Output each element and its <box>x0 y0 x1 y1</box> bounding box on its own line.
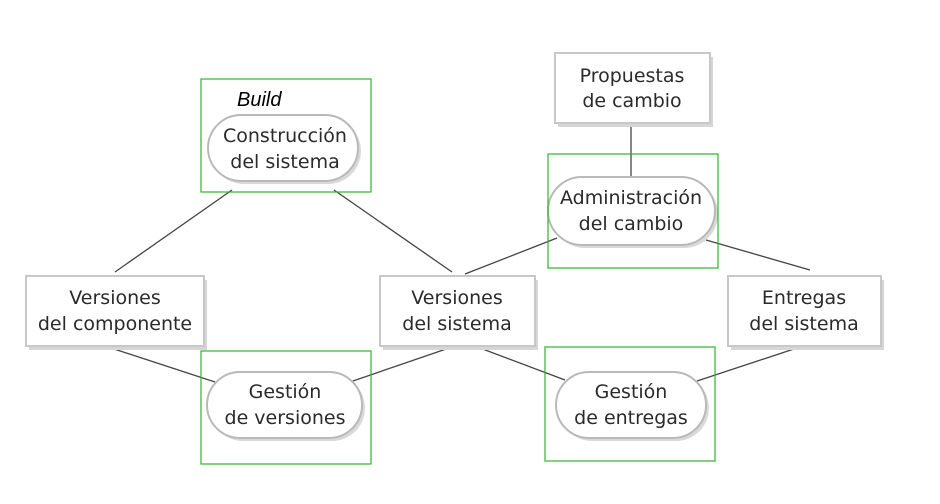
connector-versiones-sistema-gestion-entregas <box>471 344 566 381</box>
connector-construccion-versiones-sistema <box>333 189 453 273</box>
oval-administracion: Administración del cambio <box>547 176 718 248</box>
entregas-sistema-line2: del sistema <box>749 313 858 335</box>
highlight-frames <box>200 78 719 465</box>
highlight-construccion <box>200 78 372 193</box>
administracion-line2: del cambio <box>579 213 684 235</box>
oval-gestion-versiones: Gestión de versiones <box>206 371 365 441</box>
box-versiones-sistema: Versiones del sistema <box>379 275 538 350</box>
construccion-line2: del sistema <box>230 151 339 173</box>
connectors <box>107 126 811 383</box>
highlight-gestion-entregas <box>544 346 716 462</box>
oval-construccion: Construcción del sistema <box>207 114 361 184</box>
gestion-versiones-line1: Gestión <box>249 381 322 403</box>
construccion-line1: Construcción <box>223 125 347 147</box>
connector-administracion-entregas <box>705 239 811 271</box>
connector-administracion-versiones-sistema <box>464 237 558 275</box>
administracion-line1: Administración <box>560 187 702 209</box>
oval-gestion-entregas: Gestión de entregas <box>555 371 709 441</box>
box-propuestas: Propuestas de cambio <box>554 52 713 127</box>
gestion-versiones-line2: de versiones <box>225 407 346 429</box>
versiones-componente-line2: del componente <box>38 313 192 335</box>
connector-versiones-componente-gestion-versiones <box>107 346 216 383</box>
gestion-entregas-line1: Gestión <box>595 381 668 403</box>
connector-construccion-versiones-componente <box>114 189 233 273</box>
build-label: Build <box>237 89 282 111</box>
entregas-sistema-line1: Entregas <box>762 287 846 309</box>
versiones-componente-line1: Versiones <box>69 287 160 309</box>
box-versiones-componente: Versiones del componente <box>25 275 207 350</box>
gestion-entregas-line2: de entregas <box>574 407 688 429</box>
versiones-sistema-line1: Versiones <box>411 287 502 309</box>
highlight-administracion <box>547 153 719 269</box>
versiones-sistema-line2: del sistema <box>402 313 511 335</box>
propuestas-line2: de cambio <box>582 90 681 112</box>
box-entregas-sistema: Entregas del sistema <box>727 275 884 350</box>
connector-versiones-sistema-gestion-versiones <box>349 346 453 383</box>
connector-entregas-gestion-entregas <box>696 346 801 382</box>
highlight-gestion-versiones <box>200 350 372 465</box>
propuestas-line1: Propuestas <box>580 65 685 87</box>
